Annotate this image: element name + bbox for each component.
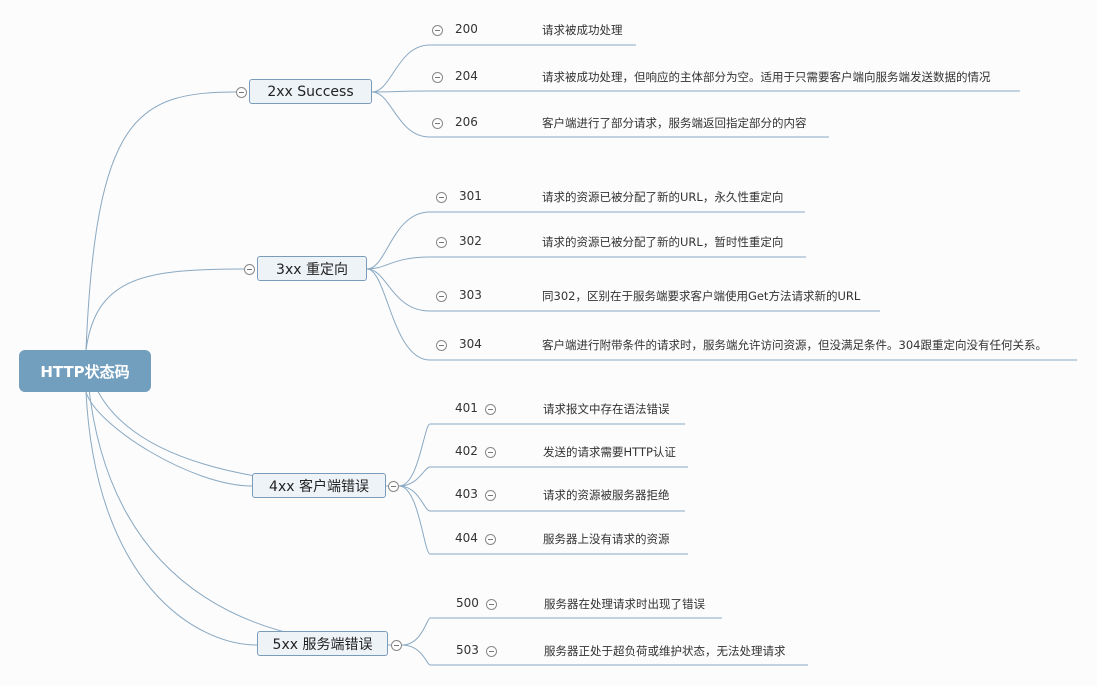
branch-topic[interactable]: 4xx 客户端错误 (252, 473, 386, 498)
root-connector (85, 391, 253, 487)
collapse-toggle-icon[interactable] (432, 72, 443, 83)
collapse-toggle-icon[interactable] (432, 118, 443, 129)
status-description: 请求的资源被服务器拒绝 (543, 488, 670, 502)
collapse-toggle-icon[interactable] (486, 599, 497, 610)
leaf-connector (401, 644, 808, 666)
status-code: 302 (459, 234, 482, 248)
status-code: 404 (455, 531, 478, 545)
status-description: 客户端进行了部分请求，服务端返回指定部分的内容 (542, 116, 807, 130)
leaf-connector (366, 256, 806, 270)
collapse-toggle-icon[interactable] (436, 237, 447, 248)
status-code: 401 (455, 401, 478, 415)
leaf-connector (398, 423, 685, 487)
status-code: 503 (456, 643, 479, 657)
root-connector (85, 391, 258, 646)
status-description: 服务器正处于超负荷或维护状态，无法处理请求 (544, 644, 786, 658)
leaf-connector (398, 485, 685, 512)
leaf-connector (398, 466, 688, 487)
status-code: 304 (459, 337, 482, 351)
status-description: 发送的请求需要HTTP认证 (543, 445, 676, 459)
status-description: 同302，区别在于服务端要求客户端使用Get方法请求新的URL (542, 289, 861, 303)
collapse-toggle-icon[interactable] (486, 646, 497, 657)
branch-topic[interactable]: 2xx Success (249, 79, 372, 104)
status-code: 206 (455, 115, 478, 129)
status-description: 请求报文中存在语法错误 (543, 402, 670, 416)
collapse-toggle-icon[interactable] (436, 340, 447, 351)
status-description: 服务器上没有请求的资源 (543, 532, 670, 546)
collapse-toggle-icon[interactable] (432, 25, 443, 36)
collapse-toggle-icon[interactable] (388, 481, 399, 492)
status-description: 服务器在处理请求时出现了错误 (544, 597, 705, 611)
status-description: 请求被成功处理 (542, 23, 623, 37)
collapse-toggle-icon[interactable] (485, 447, 496, 458)
collapse-toggle-icon[interactable] (436, 291, 447, 302)
root-connector (85, 91, 237, 351)
leaf-connector (401, 617, 722, 646)
collapse-toggle-icon[interactable] (244, 264, 255, 275)
status-code: 204 (455, 69, 478, 83)
status-code: 402 (455, 444, 478, 458)
leaf-connector (398, 485, 688, 555)
collapse-toggle-icon[interactable] (485, 490, 496, 501)
collapse-toggle-icon[interactable] (436, 192, 447, 203)
leaf-connector (366, 268, 880, 312)
leaf-connector (371, 44, 636, 93)
branch-topic[interactable]: 3xx 重定向 (257, 256, 367, 281)
leaf-connector (366, 211, 805, 270)
status-code: 301 (459, 189, 482, 203)
leaf-connector (371, 91, 829, 138)
leaf-connector (371, 90, 1020, 93)
status-description: 客户端进行附带条件的请求时，服务端允许访问资源，但没满足条件。304跟重定向没有… (542, 338, 1047, 352)
branch-topic[interactable]: 5xx 服务端错误 (257, 631, 388, 656)
leaf-connector (366, 268, 1077, 361)
status-description: 请求被成功处理，但响应的主体部分为空。适用于只需要客户端向服务端发送数据的情况 (542, 70, 991, 84)
root-connector (85, 268, 245, 351)
collapse-toggle-icon[interactable] (236, 87, 247, 98)
status-code: 403 (455, 487, 478, 501)
status-code: 200 (455, 22, 478, 36)
status-description: 请求的资源已被分配了新的URL，暂时性重定向 (542, 235, 784, 249)
status-code: 500 (456, 596, 479, 610)
status-code: 303 (459, 288, 482, 302)
collapse-toggle-icon[interactable] (485, 404, 496, 415)
collapse-toggle-icon[interactable] (391, 640, 402, 651)
root-topic[interactable]: HTTP状态码 (19, 350, 151, 392)
collapse-toggle-icon[interactable] (485, 534, 496, 545)
status-description: 请求的资源已被分配了新的URL，永久性重定向 (542, 190, 784, 204)
